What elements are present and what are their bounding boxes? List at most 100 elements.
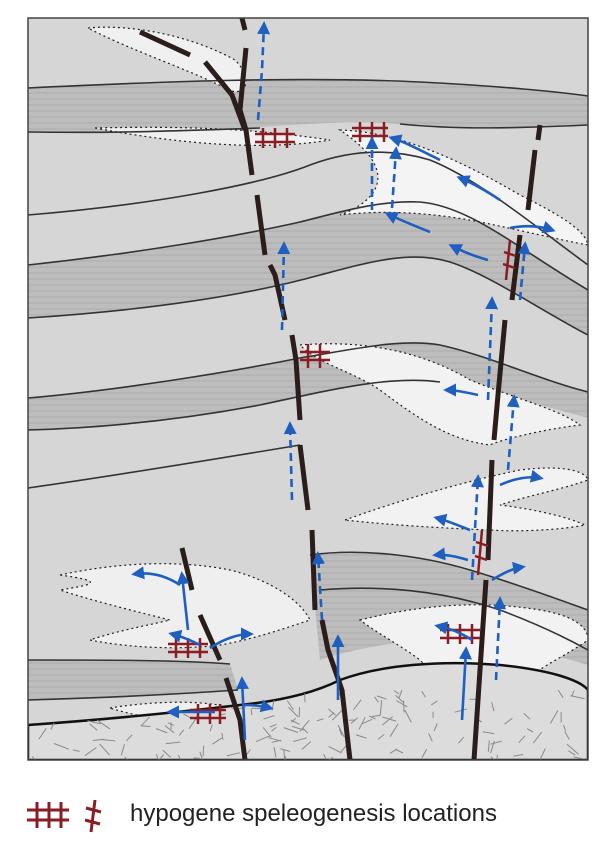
fracture-mark [428,733,433,742]
flow-arrow-icon [448,244,489,262]
fracture-mark [284,755,290,760]
legend-symbols [27,799,102,833]
flow-arrow-icon [168,629,201,647]
fracture-mark [563,724,567,732]
fracture-mark [291,717,297,723]
fracture-mark [38,728,47,740]
fracture-mark [338,728,343,736]
flow-arrow-icon [432,547,469,562]
aquifer-band-5-hatch [28,660,238,700]
fracture-mark [140,716,150,727]
fracture-mark [286,700,294,710]
aquifer-band-1-hatch [28,79,588,133]
fracture-mark [490,756,502,760]
cave-zone-middle [298,343,582,446]
flow-arrow-icon [499,469,544,487]
fracture-mark [403,700,405,713]
fracture-mark [396,700,408,708]
cave-grid-symbol [27,802,69,828]
fracture-mark [358,717,366,730]
cave-grid-symbol [352,122,388,142]
flow-arrow-icon [235,676,249,741]
fracture-mark [395,748,404,754]
fracture-mark [337,724,345,738]
fracture-mark [490,740,502,745]
fracture-mark [202,745,205,757]
flow-arrow-icon [517,241,531,301]
fracture-mark [167,722,175,726]
fracture-mark [523,713,531,720]
fracture-mark [421,749,428,758]
fracture-mark [490,740,495,754]
fracture-mark [566,743,579,755]
flow-arrow-icon [470,474,484,581]
fracture-mark [381,716,394,726]
strata-boundaries [28,78,588,701]
flow-arrow-icon [312,551,326,621]
fracture-mark [382,716,397,722]
fracture-mark [564,731,570,740]
fracture-mark [350,717,359,724]
flow-arrow-icon [131,566,181,587]
fracture-mark [322,756,334,760]
flow-arrow-icon [256,21,271,121]
fracture-mark [178,729,185,736]
legend: hypogene speleogenesis locations [0,770,601,847]
fracture-mark [221,732,224,740]
fracture-mark [371,714,381,718]
fracture-mark [433,723,438,732]
flow-arrow-icon [433,513,471,532]
fracture-mark [255,735,271,743]
aquifer-band-3-hatch [28,342,588,430]
fracture-mark [226,752,241,757]
fracture-mark [263,715,275,720]
fracture-mark [268,737,282,742]
cave-grid-symbol [255,128,295,148]
legend-label: hypogene speleogenesis locations [130,800,497,827]
fracture-mark [280,748,291,752]
fracture-mark [487,740,490,752]
flow-arrow-icon [176,571,190,631]
fracture-mark [84,747,97,757]
flow-arrow-icon [493,596,507,681]
flow-arrow-icon [209,627,254,650]
flow-arrow-icon [388,146,402,209]
faults [138,18,543,760]
fracture-mark [193,757,200,759]
fracture-mark [199,751,205,760]
fracture-mark [328,708,336,716]
fracture-mark [120,743,125,756]
fracture-mark [141,725,151,727]
fracture-mark [72,749,80,752]
fault-cave-symbol [474,529,489,576]
fracture-mark [504,717,513,725]
cave-zone-upper-right [337,129,588,246]
fracture-mark [573,756,582,759]
fracture-mark [250,709,253,716]
cave-grid-symbol [190,704,226,724]
fracture-mark [398,690,403,698]
fracture-mark [283,727,299,733]
flow-arrow-icon [434,621,473,642]
fracture-mark [302,727,309,734]
fracture-mark [271,727,277,732]
flow-arrow-icon [456,175,501,202]
fracture-mark [549,710,559,724]
flow-arrow-icon [491,561,526,582]
cave-zone-right-lower [344,467,588,532]
fracture-mark [369,715,376,720]
fracture-mark [454,708,468,713]
fracture-mark [89,723,98,731]
fracture-mark [92,738,105,741]
fracture-mark [362,718,373,725]
hydrogeology-cross-section [27,17,589,761]
fracture-mark [155,728,168,734]
fracture-mark [379,699,383,716]
fracture-mark [288,706,299,718]
flow-arrow-icon [443,383,479,397]
flow-arrow-icon [485,296,499,401]
fracture-mark [31,756,42,760]
flow-arrow-icon [277,241,291,331]
fracture-mark [526,728,534,733]
flow-arrow-icon [509,220,556,234]
